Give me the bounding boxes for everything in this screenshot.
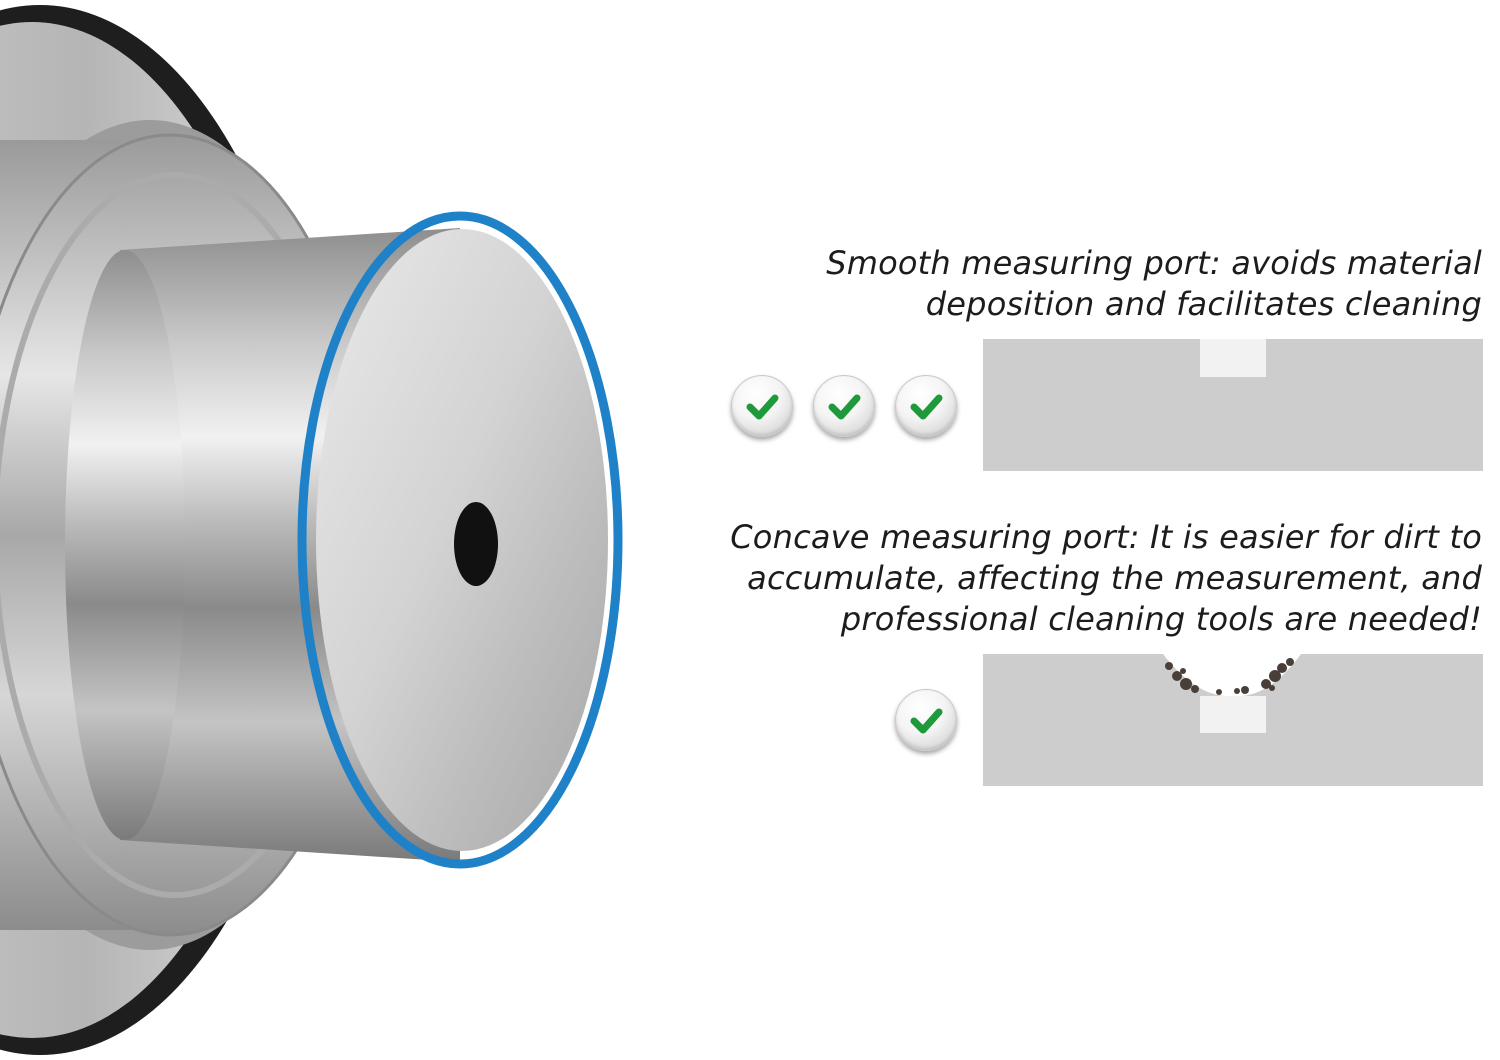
check-icon — [731, 375, 793, 437]
concave-caption-line-3: professional cleaning tools are needed! — [840, 600, 1482, 638]
concave-port-diagram — [983, 654, 1483, 786]
smooth-port-diagram — [983, 339, 1483, 471]
cylinder-base — [65, 250, 185, 840]
check-icon — [895, 375, 957, 437]
smooth-caption-line-1: Smooth measuring port: avoids material — [826, 244, 1482, 282]
concave-port-caption: Concave measuring port: It is easier for… — [730, 517, 1482, 640]
concave-caption-line-1: Concave measuring port: It is easier for… — [730, 518, 1482, 556]
smooth-port-caption: Smooth measuring port: avoids material d… — [826, 243, 1482, 325]
smooth-port-sensor-window — [1200, 339, 1266, 377]
check-icon — [895, 689, 957, 751]
sensor-product-image — [0, 5, 623, 1055]
dirt-particles — [1165, 658, 1294, 695]
smooth-caption-line-2: deposition and facilitates cleaning — [925, 285, 1482, 323]
measuring-port-hole — [454, 502, 498, 586]
measuring-face-highlight-ring — [297, 211, 623, 869]
check-icon — [813, 375, 875, 437]
concave-caption-line-2: accumulate, affecting the measurement, a… — [747, 559, 1482, 597]
concave-port-sensor-window — [1200, 696, 1266, 733]
